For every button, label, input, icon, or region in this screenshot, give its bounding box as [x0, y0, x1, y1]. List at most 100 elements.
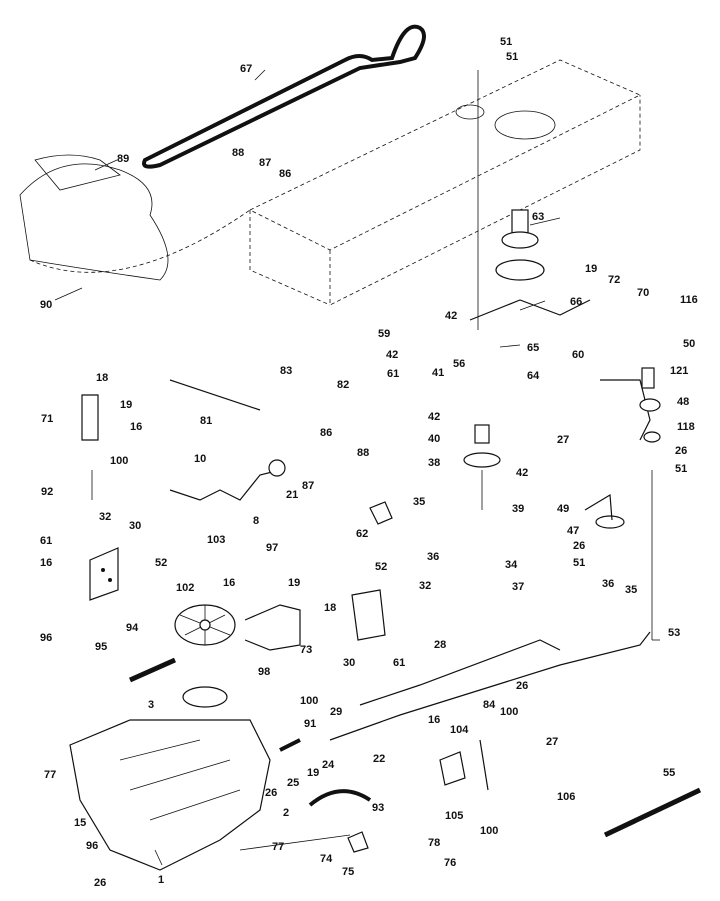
- callout-19d: 19: [307, 767, 319, 779]
- callout-8: 8: [253, 515, 259, 527]
- callout-32: 32: [99, 511, 111, 523]
- callout-1: 1: [158, 874, 164, 886]
- callout-65: 65: [527, 342, 539, 354]
- callout-52b: 52: [375, 561, 387, 573]
- frame: [249, 59, 641, 306]
- callout-63: 63: [532, 211, 544, 223]
- callout-36b: 36: [602, 578, 614, 590]
- callout-21: 21: [286, 489, 298, 501]
- transaxle: [69, 686, 271, 871]
- callout-26e: 26: [94, 877, 106, 889]
- callout-34: 34: [505, 559, 518, 571]
- cooling-fan: [174, 604, 236, 646]
- callout-35b: 35: [625, 584, 637, 596]
- callout-53: 53: [668, 627, 680, 639]
- callout-26d: 26: [265, 787, 277, 799]
- callout-82: 82: [337, 379, 349, 391]
- callout-51b: 51: [506, 51, 518, 63]
- callout-81: 81: [200, 415, 212, 427]
- callout-77b: 77: [272, 841, 284, 853]
- callout-38: 38: [428, 457, 440, 469]
- callout-106: 106: [557, 791, 575, 803]
- callout-100d: 100: [480, 825, 498, 837]
- callout-18: 18: [96, 372, 108, 384]
- callout-61b: 61: [40, 535, 52, 547]
- callout-105: 105: [445, 810, 463, 822]
- callout-32b: 32: [419, 580, 431, 592]
- callout-16c: 16: [223, 577, 235, 589]
- callout-41: 41: [432, 367, 444, 379]
- callout-77: 77: [44, 769, 56, 781]
- drive-belt: [142, 24, 426, 169]
- callout-27b: 27: [546, 736, 558, 748]
- callout-labels: 51 51 67 89 88 87 86 63 19 72 70 116 90 …: [40, 36, 698, 889]
- callout-52: 52: [155, 557, 167, 569]
- callout-87: 87: [259, 157, 271, 169]
- callout-88b: 88: [357, 447, 369, 459]
- callout-15: 15: [74, 817, 86, 829]
- callout-98: 98: [258, 666, 270, 678]
- callout-121: 121: [670, 365, 688, 377]
- callout-30: 30: [129, 520, 141, 532]
- callout-61: 61: [387, 368, 399, 380]
- callout-2: 2: [283, 807, 289, 819]
- callout-42b: 42: [386, 349, 398, 361]
- callout-35: 35: [413, 496, 425, 508]
- callout-60: 60: [572, 349, 584, 361]
- callout-48: 48: [677, 396, 689, 408]
- callout-25: 25: [287, 777, 299, 789]
- brake-bracket: [244, 589, 386, 651]
- callout-49: 49: [557, 503, 569, 515]
- callout-29: 29: [330, 706, 342, 718]
- engine-pulley: [469, 70, 591, 330]
- callout-87b: 87: [302, 480, 314, 492]
- callout-19: 19: [585, 263, 597, 275]
- callout-16: 16: [130, 421, 142, 433]
- callout-94: 94: [126, 622, 139, 634]
- body-panel: [19, 154, 251, 281]
- callout-78: 78: [428, 837, 440, 849]
- callout-36: 36: [427, 551, 439, 563]
- callout-66: 66: [570, 296, 582, 308]
- callout-64: 64: [527, 370, 540, 382]
- callout-27: 27: [557, 434, 569, 446]
- callout-86: 86: [279, 168, 291, 180]
- callout-37: 37: [512, 581, 524, 593]
- callout-61c: 61: [393, 657, 405, 669]
- callout-51c: 51: [675, 463, 687, 475]
- callout-72: 72: [608, 274, 620, 286]
- callout-96b: 96: [86, 840, 98, 852]
- callout-59: 59: [378, 328, 390, 340]
- callout-90: 90: [40, 299, 52, 311]
- callout-19b: 19: [120, 399, 132, 411]
- callout-16b: 16: [40, 557, 52, 569]
- callout-42d: 42: [516, 467, 528, 479]
- clutch-rods: [169, 379, 651, 851]
- callout-84: 84: [483, 699, 496, 711]
- callout-51: 51: [500, 36, 512, 48]
- callout-62: 62: [356, 528, 368, 540]
- callout-22: 22: [373, 753, 385, 765]
- callout-103: 103: [207, 534, 225, 546]
- springs: [128, 657, 702, 838]
- callout-73: 73: [300, 644, 312, 656]
- callout-28: 28: [434, 639, 446, 651]
- callout-95: 95: [95, 641, 107, 653]
- callout-92: 92: [41, 486, 53, 498]
- callout-74: 74: [320, 853, 333, 865]
- callout-100b: 100: [300, 695, 318, 707]
- callout-93: 93: [372, 802, 384, 814]
- callout-47: 47: [567, 525, 579, 537]
- brake-arm: [439, 739, 489, 791]
- callout-71: 71: [41, 413, 53, 425]
- callout-51d: 51: [573, 557, 585, 569]
- callout-40: 40: [428, 433, 440, 445]
- callout-24: 24: [322, 759, 335, 771]
- callout-102: 102: [176, 582, 194, 594]
- callout-26c: 26: [516, 680, 528, 692]
- callout-83: 83: [280, 365, 292, 377]
- callout-100: 100: [110, 455, 128, 467]
- callout-18b: 18: [324, 602, 336, 614]
- callout-76: 76: [444, 857, 456, 869]
